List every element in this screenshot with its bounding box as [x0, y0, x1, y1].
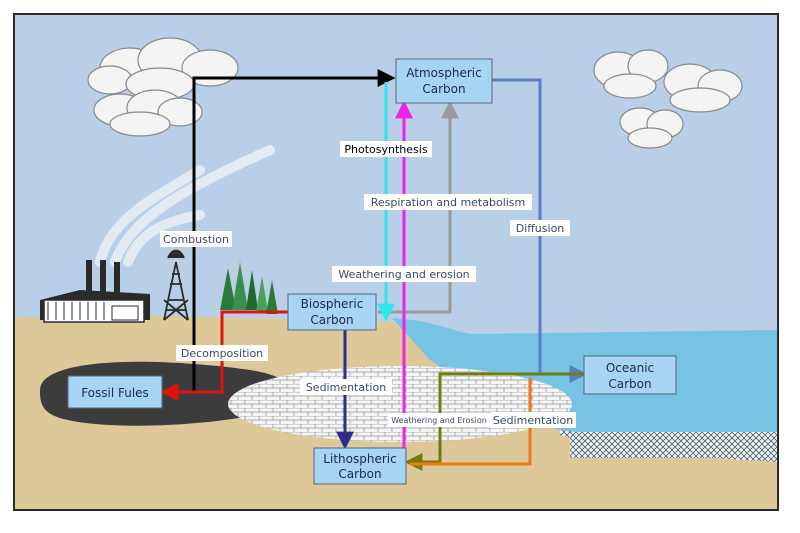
label-decomposition-text: Decomposition [181, 347, 263, 360]
label-weathering-lower-text: Weathering and Erosion [391, 416, 487, 425]
label-photosynthesis: Photosynthesis [340, 141, 432, 157]
label-respiration-text: Respiration and metabolism [371, 196, 526, 209]
label-decomposition: Decomposition [176, 345, 268, 361]
frame-border [13, 13, 779, 511]
node-biospheric-line2: Carbon [310, 313, 353, 327]
label-sedimentation-left: Sedimentation [300, 379, 392, 395]
node-oceanic-line1: Oceanic [606, 361, 654, 375]
node-atmospheric: Atmospheric Carbon [395, 58, 493, 104]
oil-derrick-icon [163, 249, 189, 321]
label-sedimentation-right-text: Sedimentation [493, 414, 573, 427]
node-lithospheric-line1: Lithospheric [323, 452, 396, 466]
respiration-arrow [378, 100, 459, 314]
node-fossil: Fossil Fules [67, 375, 163, 409]
trees-icon [220, 262, 278, 314]
label-respiration: Respiration and metabolism [364, 194, 532, 210]
sedimentation-arrow-right [410, 378, 532, 466]
label-weathering-lower: Weathering and Erosion [388, 413, 490, 427]
node-lithospheric: Lithospheric Carbon [313, 447, 407, 485]
factory-smoke [95, 145, 275, 267]
node-oceanic-line2: Carbon [608, 377, 651, 391]
label-weathering-upper-text: Weathering and erosion [338, 268, 469, 281]
label-combustion: Combustion [160, 231, 232, 247]
node-biospheric-line1: Biospheric [301, 297, 364, 311]
node-biospheric: Biospheric Carbon [287, 293, 377, 331]
node-fossil-line1: Fossil Fules [81, 386, 149, 400]
node-oceanic: Oceanic Carbon [583, 355, 677, 395]
label-combustion-text: Combustion [163, 233, 229, 246]
label-diffusion-text: Diffusion [516, 222, 565, 235]
cloud-right [593, 49, 743, 149]
sedimentary-rock [228, 366, 572, 442]
factory-icon [40, 260, 150, 323]
label-sedimentation-left-text: Sedimentation [306, 381, 386, 394]
label-weathering-upper: Weathering and erosion [332, 266, 476, 282]
label-diffusion: Diffusion [510, 220, 570, 236]
ocean-floor-sediment [570, 432, 778, 458]
node-lithospheric-line2: Carbon [338, 467, 381, 481]
label-sedimentation-right: Sedimentation [490, 412, 576, 428]
node-atmospheric-line2: Carbon [422, 82, 465, 96]
node-atmospheric-line1: Atmospheric [406, 66, 481, 80]
label-photosynthesis-text: Photosynthesis [344, 143, 427, 156]
